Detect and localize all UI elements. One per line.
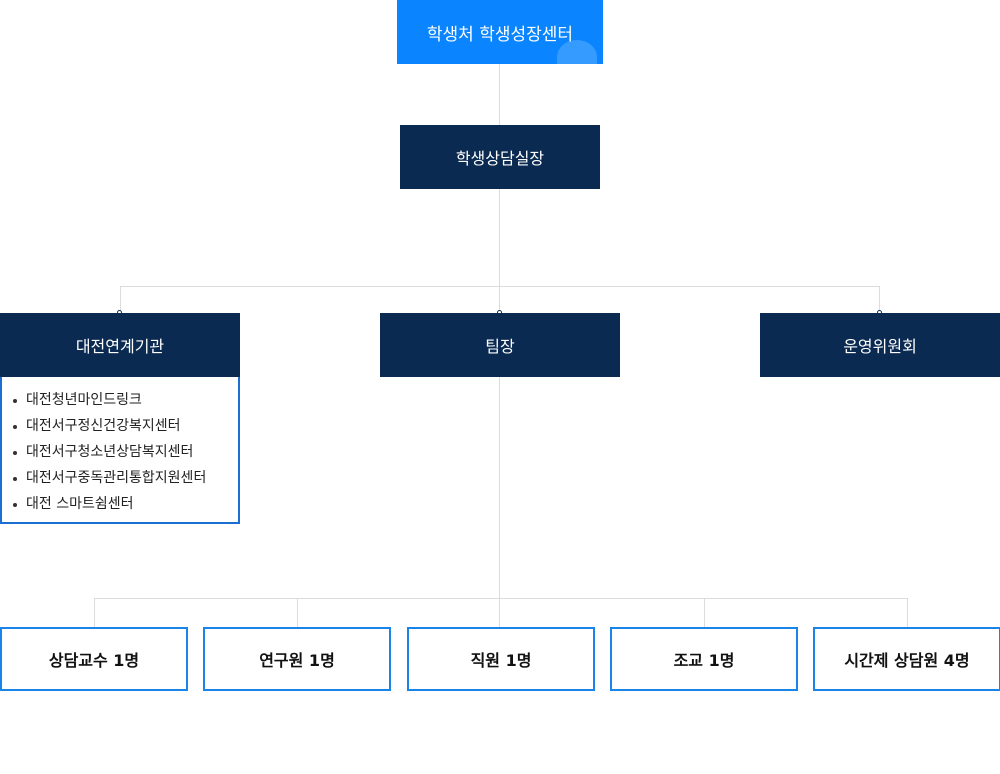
partner-list-item: 대전서구정신건강복지센터 <box>13 413 238 439</box>
partner-list: 대전청년마인드링크 대전서구정신건강복지센터 대전서구청소년상담복지센터 대전서… <box>0 377 240 524</box>
connector-level2-horizontal <box>120 286 880 287</box>
committee-node-label: 운영위원회 <box>843 337 917 356</box>
connector-staff-drop-2 <box>297 598 298 627</box>
connector-staff-drop-1 <box>94 598 95 627</box>
staff-node-assistant: 조교 1명 <box>610 627 798 691</box>
staff-node-researcher: 연구원 1명 <box>203 627 391 691</box>
connector-top-to-manager <box>499 64 500 125</box>
staff-node-employee: 직원 1명 <box>407 627 595 691</box>
leader-node: 팀장 <box>380 313 620 377</box>
staff-node-label: 시간제 상담원 4명 <box>844 651 970 670</box>
connector-level2-left-drop <box>120 286 121 313</box>
connector-staff-drop-5 <box>907 598 908 627</box>
top-node-label: 학생처 학생성장센터 <box>426 24 574 45</box>
staff-node-label: 연구원 1명 <box>259 651 335 670</box>
partner-list-item: 대전 스마트쉼센터 <box>13 491 238 517</box>
connector-staff-horizontal <box>94 598 907 599</box>
staff-node-label: 상담교수 1명 <box>48 651 140 670</box>
connector-leader-trunk <box>499 377 500 627</box>
top-node: 학생처 학생성장센터 <box>397 0 603 64</box>
staff-node-label: 조교 1명 <box>673 651 735 670</box>
committee-node: 운영위원회 <box>760 313 1000 377</box>
manager-node: 학생상담실장 <box>400 125 600 189</box>
staff-node-part-time-counselor: 시간제 상담원 4명 <box>813 627 1000 691</box>
staff-node-label: 직원 1명 <box>470 651 532 670</box>
partner-list-item: 대전서구중독관리통합지원센터 <box>13 465 238 491</box>
partner-node: 대전연계기관 <box>0 313 240 377</box>
connector-level2-right-drop <box>879 286 880 313</box>
staff-node-counseling-professor: 상담교수 1명 <box>0 627 188 691</box>
leader-node-label: 팀장 <box>485 337 515 356</box>
partner-list-item: 대전청년마인드링크 <box>13 387 238 413</box>
decorative-emblem-icon <box>557 40 597 64</box>
partner-list-item: 대전서구청소년상담복지센터 <box>13 439 238 465</box>
manager-node-label: 학생상담실장 <box>455 149 545 168</box>
partner-node-label: 대전연계기관 <box>75 337 165 356</box>
connector-manager-trunk <box>499 189 500 313</box>
connector-staff-drop-4 <box>704 598 705 627</box>
